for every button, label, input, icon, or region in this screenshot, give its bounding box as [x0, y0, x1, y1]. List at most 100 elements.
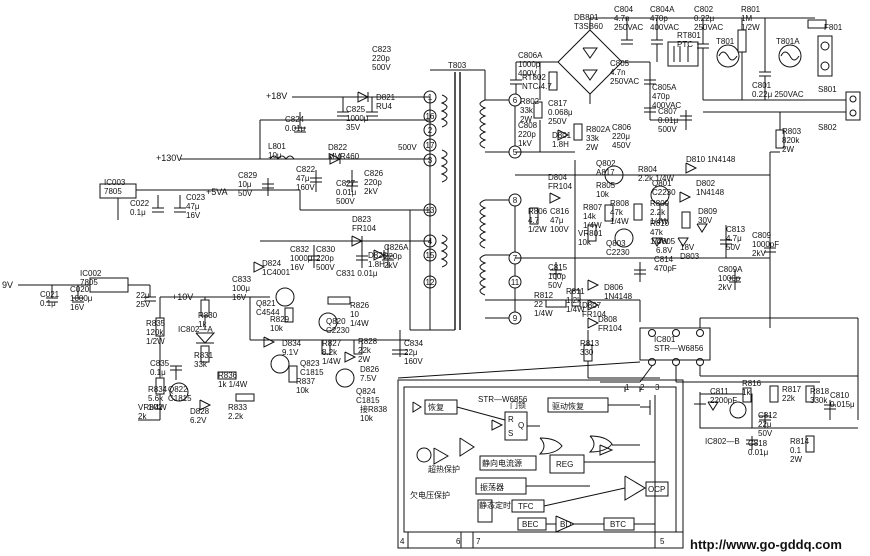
- label-d802-1: 1N4148: [696, 188, 725, 197]
- label-c825-2: 35V: [346, 123, 361, 132]
- label-q802: Q802: [596, 159, 616, 168]
- block-pin-label: 1: [625, 383, 630, 392]
- label-c834-2: 160V: [404, 357, 423, 366]
- label-c823-2: 500V: [372, 63, 391, 72]
- label-q824-1: C1815: [356, 396, 380, 405]
- block-label-dl: 门锁: [510, 400, 526, 410]
- label-r835: R835: [146, 319, 166, 328]
- label-r837: R837: [296, 377, 316, 386]
- label-c826a: C826A: [384, 243, 409, 252]
- label-q824: Q824: [356, 387, 376, 396]
- ptc-rt801: [667, 41, 699, 67]
- label-c826-2: 2kV: [364, 187, 378, 196]
- label-c829-2: 50V: [238, 189, 253, 198]
- label-c809-1: 1000pF: [752, 240, 779, 249]
- label-r833-1: 2.2k: [228, 412, 244, 421]
- label-r806-2: 1/2W: [528, 225, 547, 234]
- label-c815-1: 100p: [548, 272, 566, 281]
- label-c830-1: 220p: [316, 254, 334, 263]
- label-c805-1: 4.7n: [610, 68, 626, 77]
- label-c818: C818: [748, 439, 768, 448]
- label-c807-1: 0.01μ: [658, 116, 679, 125]
- label-r811-2: 1/4W: [566, 305, 585, 314]
- label-r803: R803: [782, 127, 802, 136]
- label-r827: R827: [322, 339, 342, 348]
- label-c809a-1: 1000p: [718, 274, 741, 283]
- label-c817: C817: [548, 99, 568, 108]
- label-c809: C809: [752, 231, 772, 240]
- label-d808: D808: [598, 315, 618, 324]
- label-q801-1: C2230: [652, 188, 676, 197]
- label-c830: C830: [316, 245, 336, 254]
- label-d822: D822: [328, 143, 348, 152]
- label-c814: C814: [654, 255, 674, 264]
- label-d834-1: 9.1V: [282, 348, 299, 357]
- secondary-rails: [18, 91, 455, 331]
- label-r806: R806: [528, 207, 548, 216]
- label-f801: F801: [824, 23, 843, 32]
- fuse-f801: [807, 19, 827, 29]
- label-rt802: RT802: [522, 73, 546, 82]
- label-c804: C804: [614, 5, 634, 14]
- block-label-jxdly: 静向电流源: [482, 458, 522, 468]
- label-r827-1: 8.2k: [322, 348, 338, 357]
- label-c806-2: 450V: [612, 141, 631, 150]
- label-c805a-1: 470p: [652, 92, 670, 101]
- label-r812-2: 1/4W: [534, 309, 553, 318]
- transformer-pin-label: 6: [513, 96, 518, 105]
- label-r808-1: 47k: [610, 208, 624, 217]
- ic801-block-diagram: [397, 361, 684, 549]
- label-r826: R826: [350, 301, 370, 310]
- label-c806a: C806A: [518, 51, 543, 60]
- block-reg: [549, 454, 585, 474]
- label-q802-1: A817: [596, 168, 615, 177]
- label-c822-1: 47μ: [296, 174, 310, 183]
- label-c816: C816: [550, 207, 570, 216]
- label-d828: D828: [190, 407, 210, 416]
- block-label-hf: 恢复: [428, 402, 444, 412]
- label-c826a-2: 2kV: [384, 261, 398, 270]
- label-r804: R804: [638, 165, 658, 174]
- label-c815: C815: [548, 263, 568, 272]
- label-c808: C808: [518, 121, 538, 130]
- block-static-current-source: [479, 455, 537, 471]
- label-r818: R818: [810, 387, 830, 396]
- label-d809: D809: [698, 207, 718, 216]
- label-vr802-1: 2k: [138, 412, 147, 421]
- label-r817-1: 22k: [782, 394, 796, 403]
- label-r834-1: 5.6k: [148, 394, 164, 403]
- label-r812: R812: [534, 291, 554, 300]
- label-c810: C810: [830, 391, 850, 400]
- label-c830-2: 500V: [316, 263, 335, 272]
- block-label-jd: 静态定时: [479, 500, 511, 510]
- label-r828-1: 22k: [358, 346, 372, 355]
- label-c022: C022: [130, 199, 150, 208]
- label-c809-2: 2kV: [752, 249, 766, 258]
- block-label-ocp: OCP: [648, 485, 665, 494]
- label-r836: R836: [218, 371, 238, 380]
- label-r837-1: 10k: [296, 386, 310, 395]
- label-c805-2: 250VAC: [610, 77, 639, 86]
- ic801-package[interactable]: [600, 327, 711, 383]
- block-label-tfc: TFC: [518, 502, 534, 511]
- transformer-pin-circle: [508, 93, 522, 107]
- label-ic801-1: STR—W6856: [654, 344, 704, 353]
- label-c813-1: 4.7μ: [726, 234, 742, 243]
- label-r828-2: 2W: [358, 355, 370, 364]
- label-c804-2: 250VAC: [614, 23, 643, 32]
- label-q823-1: C1815: [300, 368, 324, 377]
- label-r801: R801: [741, 5, 761, 14]
- label-c801: C801: [752, 81, 772, 90]
- block-pin-label: 6: [456, 537, 461, 546]
- label-r814-2: 2W: [790, 455, 802, 464]
- transformer-pin-label: 8: [513, 196, 518, 205]
- label-d826: D826: [360, 365, 380, 374]
- label-d810: D810 1N4148: [686, 155, 736, 164]
- label-d823-1: FR104: [352, 224, 377, 233]
- label-r826-1: 10: [350, 310, 359, 319]
- label-r809: R809: [650, 199, 670, 208]
- label-ic002-1: 7805: [80, 278, 98, 287]
- label-c805a: C805A: [652, 83, 677, 92]
- label-c824-1: 0.01μ: [285, 124, 306, 133]
- label-r816-1: 1k: [742, 388, 751, 397]
